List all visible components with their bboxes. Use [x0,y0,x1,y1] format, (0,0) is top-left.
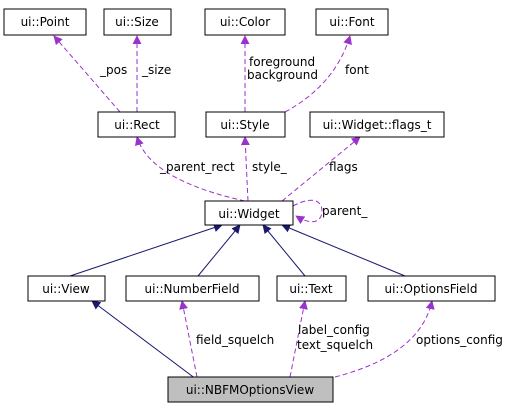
edge-rect-point [53,35,121,113]
label-background: background [247,68,318,82]
node-nbfm-options-view[interactable]: ui::NBFMOptionsView [167,376,334,403]
node-view[interactable]: ui::View [27,275,106,302]
edge-nbfm-view [91,300,201,383]
label-size: _size [141,63,171,77]
node-point-label: ui::Point [21,15,70,29]
edge-labels: _pos _size foreground background font _p… [99,55,503,352]
edge-widget-style [240,136,250,202]
node-font-label: ui::Font [329,15,374,29]
edge-nbfm-optionsfield [334,300,435,378]
node-rect-label: ui::Rect [114,118,160,132]
edge-text-widget [262,224,306,277]
node-font[interactable]: ui::Font [315,8,389,36]
label-flags: flags [329,160,358,174]
node-color-label: ui::Color [220,15,270,29]
node-flags[interactable]: ui::Widget::flags_t [309,111,445,138]
edge-nbfm-text [289,300,308,378]
node-widget[interactable]: ui::Widget [204,200,294,226]
edge-style-font [284,35,352,113]
nodes: ui::Point ui::Size ui::Color ui::Font ui… [3,8,496,403]
label-style: style_ [252,160,288,174]
node-widget-label: ui::Widget [218,207,280,221]
node-numberfield-label: ui::NumberField [145,282,240,296]
node-text-label: ui::Text [289,282,333,296]
label-parent: parent_ [322,204,368,218]
node-optionsfield-label: ui::OptionsField [384,282,477,296]
label-field-squelch: field_squelch [196,333,274,347]
node-point[interactable]: ui::Point [3,8,87,36]
edge-view-widget [69,223,223,277]
node-flags-label: ui::Widget::flags_t [323,118,432,132]
node-style[interactable]: ui::Style [205,111,286,138]
edge-widget-parent [292,199,323,225]
edges [53,35,435,383]
edge-optionsfield-widget [281,223,406,277]
node-size[interactable]: ui::Size [103,8,172,36]
node-view-label: ui::View [42,282,90,296]
edge-widget-rect [135,136,246,202]
node-optionsfield[interactable]: ui::OptionsField [367,275,496,302]
label-font: font [345,63,369,77]
edge-widget-flags [281,136,361,202]
node-numberfield[interactable]: ui::NumberField [125,275,260,302]
node-rect[interactable]: ui::Rect [97,111,176,138]
label-text-squelch: text_squelch [297,338,373,352]
edge-numberfield-widget [197,224,241,277]
label-pos: _pos [99,63,127,77]
node-style-label: ui::Style [220,118,269,132]
node-text[interactable]: ui::Text [276,275,347,302]
node-nbfm-options-view-label: ui::NBFMOptionsView [186,383,314,397]
node-color[interactable]: ui::Color [204,8,286,36]
label-options-config: options_config [416,333,503,347]
label-parent-rect: _parent_rect [159,160,235,174]
edge-nbfm-numberfield [179,300,198,378]
label-label-config: label_config [298,323,370,337]
node-size-label: ui::Size [115,15,159,29]
label-foreground: foreground [249,55,315,69]
